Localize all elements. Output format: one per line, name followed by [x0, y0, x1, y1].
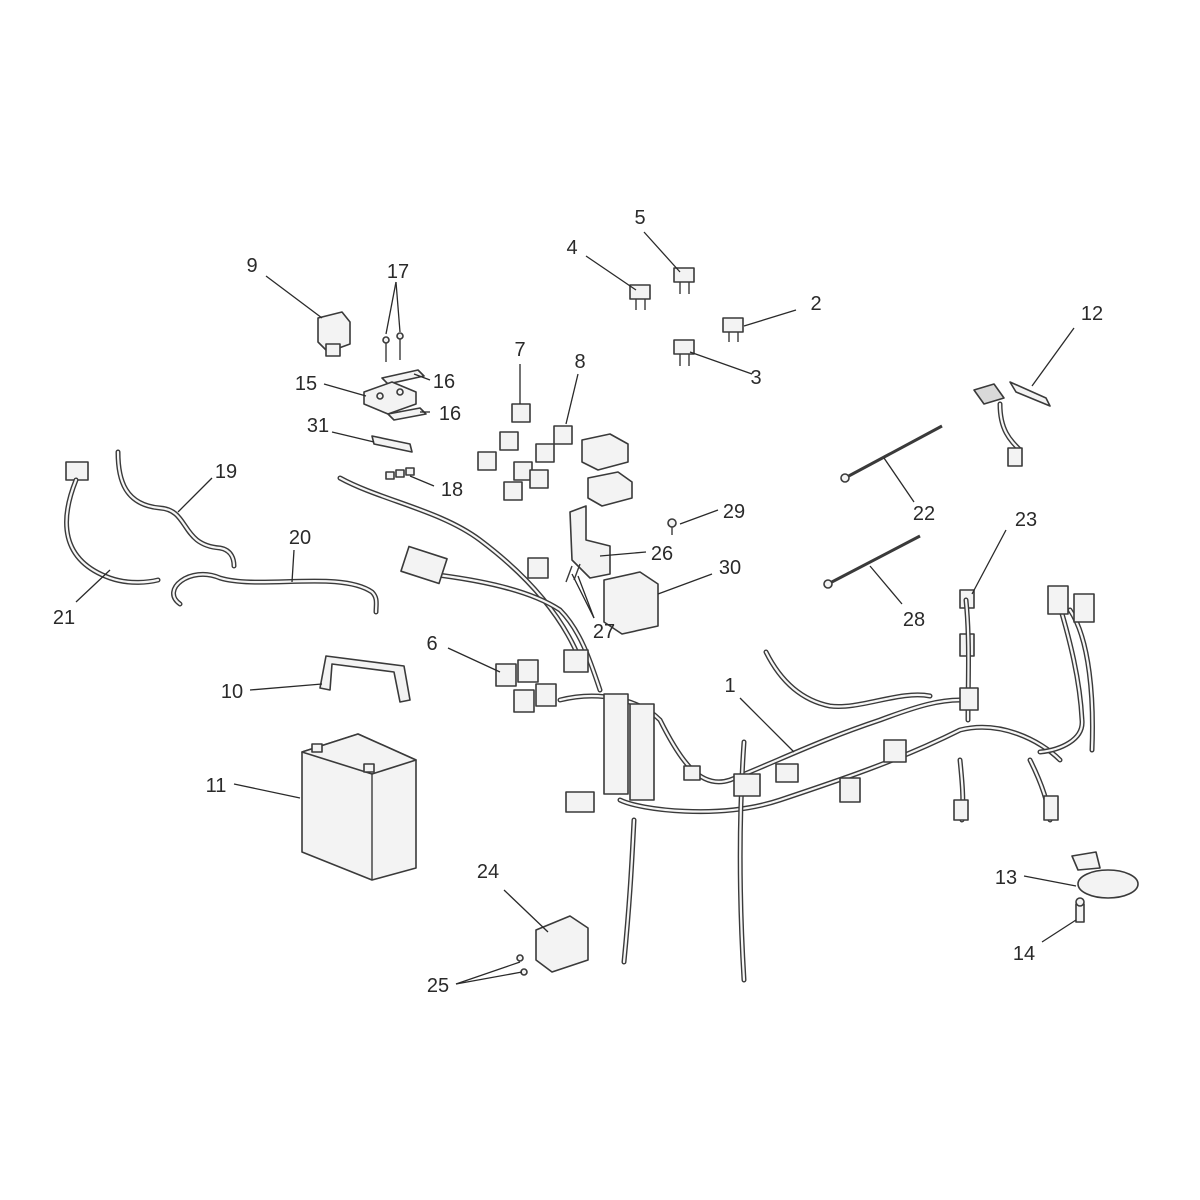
callout-15: 15	[295, 373, 317, 395]
leader-lines	[75, 231, 1077, 985]
horn-13	[1071, 851, 1139, 899]
main-wiring-harness-1	[337, 475, 1095, 983]
callout-14: 14	[1013, 943, 1035, 965]
callout-20: 20	[289, 527, 311, 549]
callout-17: 17	[387, 261, 409, 283]
callout-16-upper: 16	[433, 371, 455, 393]
callout-3: 3	[750, 367, 761, 389]
callout-5: 5	[634, 207, 645, 229]
relays-7	[477, 403, 555, 501]
relay-cluster-6	[495, 659, 557, 713]
clip-16-upper	[381, 369, 425, 385]
callout-26: 26	[651, 543, 673, 565]
bracket-26	[569, 505, 611, 579]
callout-28: 28	[903, 609, 925, 631]
screw-29	[667, 518, 677, 535]
screws-25	[516, 954, 528, 976]
callout-10: 10	[221, 681, 243, 703]
callout-31: 31	[307, 415, 329, 437]
callout-2: 2	[810, 293, 821, 315]
callout-23: 23	[1015, 509, 1037, 531]
terminal-block-15	[363, 381, 417, 415]
cable-19	[115, 449, 237, 569]
callout-6: 6	[426, 633, 437, 655]
callout-16-lower: 16	[439, 403, 461, 425]
cable-20	[171, 571, 379, 615]
cable-tie-28	[823, 534, 921, 589]
screws-27	[565, 563, 581, 583]
fuse-box-30	[603, 571, 659, 635]
connector-9	[317, 311, 351, 357]
screws-17	[382, 332, 404, 362]
nuts-18	[385, 467, 415, 480]
callout-12: 12	[1081, 303, 1103, 325]
callout-11: 11	[206, 775, 227, 797]
callout-13: 13	[995, 867, 1017, 889]
callout-21: 21	[53, 607, 75, 629]
callout-1: 1	[724, 675, 735, 697]
cable-tie-22	[840, 424, 943, 483]
switch-12	[973, 381, 1051, 467]
callout-4: 4	[566, 237, 577, 259]
callout-18: 18	[441, 479, 463, 501]
strap-31	[371, 435, 413, 453]
clip-16-lower	[387, 407, 427, 421]
callout-27: 27	[593, 621, 615, 643]
module-24	[535, 915, 589, 973]
callout-7: 7	[514, 339, 525, 361]
fuse-3	[673, 339, 695, 366]
bolt-14	[1075, 897, 1085, 923]
fuse-4	[629, 284, 651, 310]
fuse-5	[673, 267, 695, 294]
callout-29: 29	[723, 501, 745, 523]
battery-strap-10	[319, 655, 411, 703]
battery-11	[301, 733, 417, 881]
fuse-2	[722, 317, 744, 342]
callout-19: 19	[215, 461, 237, 483]
callout-8: 8	[574, 351, 585, 373]
callout-24: 24	[477, 861, 499, 883]
callout-30: 30	[719, 557, 741, 579]
callout-labels: 1 2 3 4 5 6 7 8 9 10 11 12 13 14 15 16 1…	[53, 207, 1103, 997]
relay-holders-8	[553, 425, 633, 507]
callout-25: 25	[427, 975, 449, 997]
callout-9: 9	[246, 255, 257, 277]
callout-22: 22	[913, 503, 935, 525]
cable-21	[64, 461, 161, 585]
